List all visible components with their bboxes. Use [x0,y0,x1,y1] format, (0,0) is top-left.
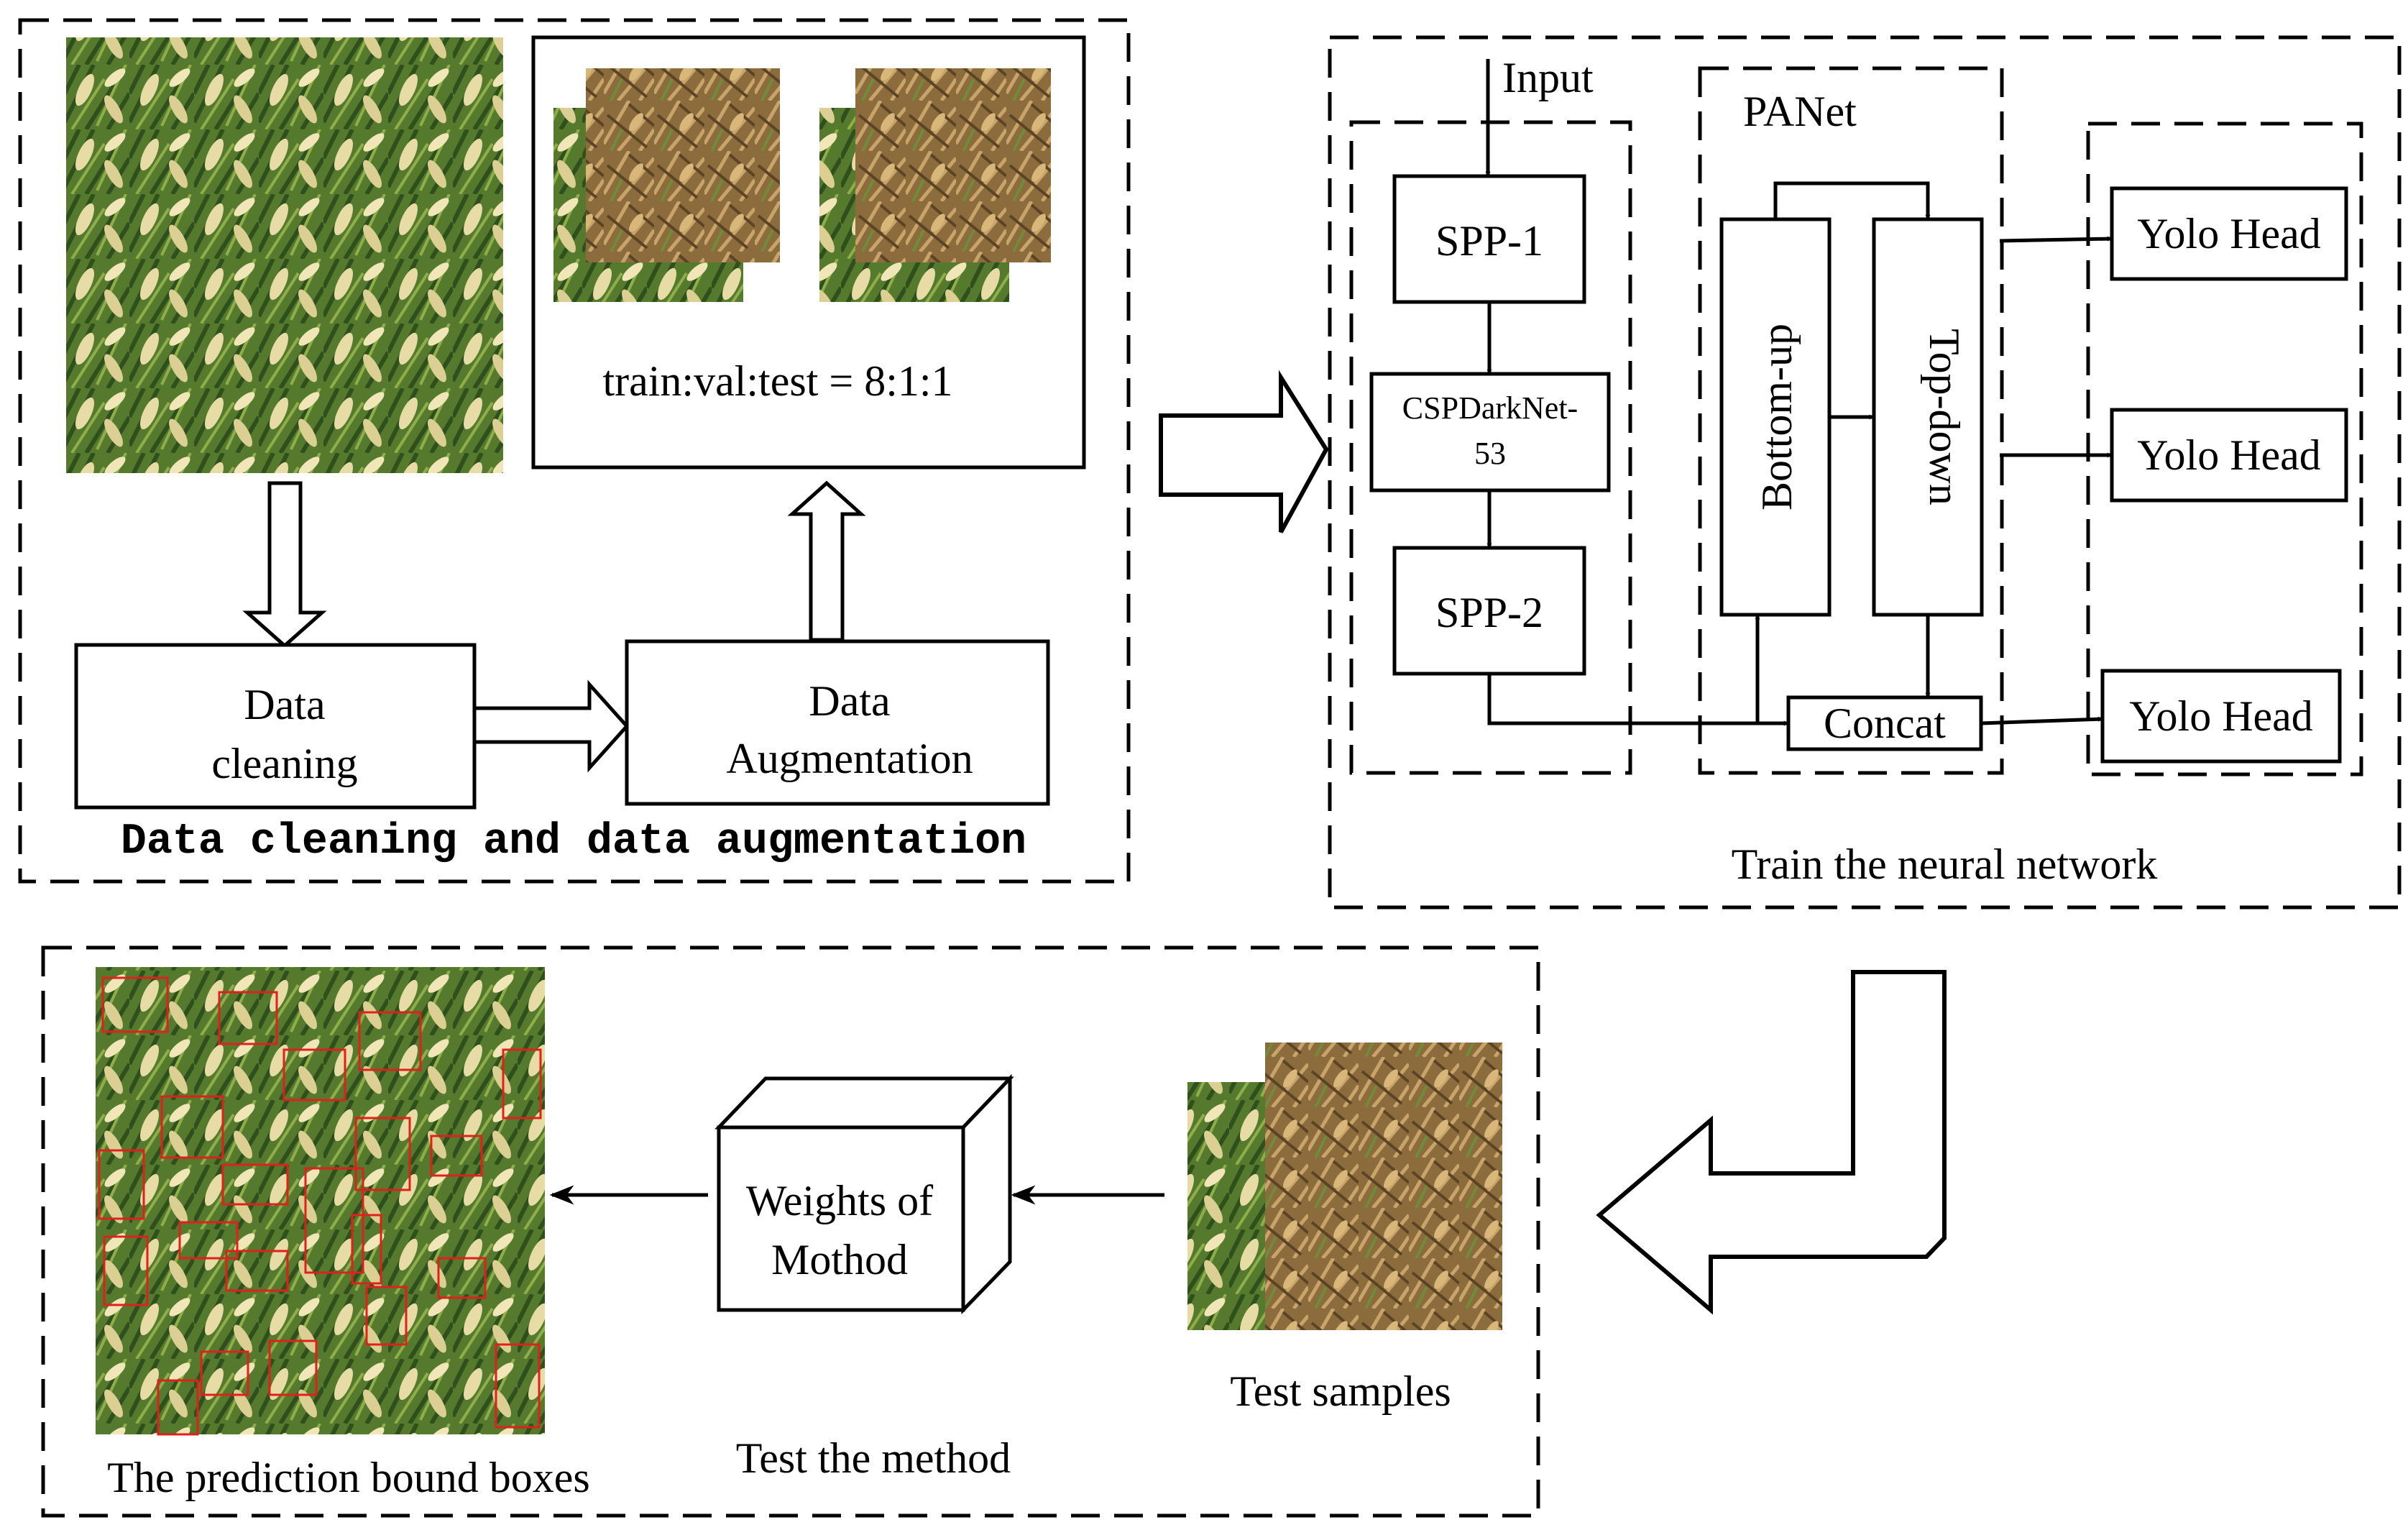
wheat-field-image [66,37,503,473]
augmented-samples-box [531,35,1086,469]
data-cleaning-line2: cleaning [211,740,357,787]
bottom-up-label: Bottom-up [1753,324,1801,510]
augmented-image-stack-2 [819,68,1051,302]
prediction-bbox [157,1379,199,1436]
prediction-bbox [268,1339,318,1396]
prediction-bbox [358,1011,422,1071]
prediction-bbox [218,991,278,1045]
yolo-head-box-2 [2110,408,2348,503]
prediction-bbox [221,1163,289,1206]
top-down-label: Top-down [1921,329,1968,505]
augmented-image-stack-1 [553,68,780,302]
hollow-arrow-to-training [1159,370,1329,533]
split-ratio-label: train:val:test = 8:1:1 [602,357,952,405]
hollow-arrow-down [242,481,327,649]
prediction-bbox [430,1135,483,1177]
prediction-bbox [282,1048,346,1101]
training-section-border [1328,35,2402,910]
weights-line1: Weights of [746,1177,933,1224]
prediction-bounding-boxes [98,976,542,1436]
prediction-bbox [354,1117,411,1191]
weights-cube [714,1073,1014,1315]
test-samples-stack [1187,1043,1502,1330]
prediction-bbox [225,1250,289,1292]
section-training: Input SPP-1 CSPDarkNet- 53 SPP-2 PANet B… [1328,35,2402,910]
prediction-label: The prediction bound boxes [107,1454,590,1501]
prediction-bbox [178,1221,239,1260]
prediction-bbox [200,1350,249,1396]
yolo-head-label-1: Yolo Head [2137,210,2321,257]
panet-group-border [1698,66,2004,775]
yolo-head-box-3 [2100,669,2342,764]
testing-section-caption: Test the method [736,1434,1011,1482]
input-label: Input [1502,54,1594,101]
hollow-arrow-up [787,480,866,642]
prediction-bbox [351,1214,382,1285]
section-data-preparation: train:val:test = 8:1:1 Data cleaning Dat… [18,18,1131,884]
spp2-box [1392,546,1586,676]
spp1-label: SPP-1 [1435,217,1543,265]
prediction-bbox [160,1095,224,1159]
training-section-caption: Train the neural network [1732,840,2158,888]
test-samples-label: Test samples [1230,1368,1451,1415]
data-cleaning-box [74,643,477,810]
concat-label: Concat [1824,700,1946,747]
data-cleaning-line1: Data [244,681,325,728]
data-augmentation-line1: Data [809,677,890,725]
yolo-head-label-3: Yolo Head [2129,692,2313,740]
testing-section-border [41,945,1540,1518]
weights-line2: Mothod [771,1236,908,1283]
yolo-head-box-1 [2110,186,2348,281]
panet-label: PANet [1743,88,1857,135]
hollow-arrow-right [472,679,630,773]
prediction-bbox [103,1235,149,1306]
prediction-bbox [98,1149,145,1220]
section-testing: The prediction bound boxes Weights of Mo… [41,945,1540,1518]
backbone-group-border [1349,120,1632,775]
prediction-bbox [365,1286,408,1346]
yolo-head-label-2: Yolo Head [2137,431,2321,479]
bottom-up-to-top-down-top-arrow [1773,181,1931,220]
hollow-arrow-to-testing [1596,970,1947,1315]
heads-group-border [2086,122,2363,777]
spp1-box [1392,174,1586,304]
prediction-bbox [437,1257,487,1299]
bottom-up-box [1719,217,1832,617]
backbone-box [1369,372,1611,493]
prediction-bbox [502,1048,542,1119]
spp2-to-concat-arrow [1487,674,1789,726]
backbone-line2: 53 [1474,436,1506,471]
prediction-bbox [304,1167,364,1274]
data-augmentation-line2: Augmentation [726,735,973,782]
data-augmentation-box [625,639,1050,806]
spp2-label: SPP-2 [1435,589,1543,636]
prediction-bbox [495,1343,541,1429]
concat-to-head3-arrow [1980,716,2103,725]
prediction-bbox [101,976,169,1033]
data-section-border [18,18,1131,884]
backbone-line1: CSPDarkNet- [1402,390,1578,426]
panet-to-head1-arrow [1999,236,2113,243]
data-section-caption: Data cleaning and data augmentation [121,817,1026,866]
prediction-image [96,967,545,1434]
